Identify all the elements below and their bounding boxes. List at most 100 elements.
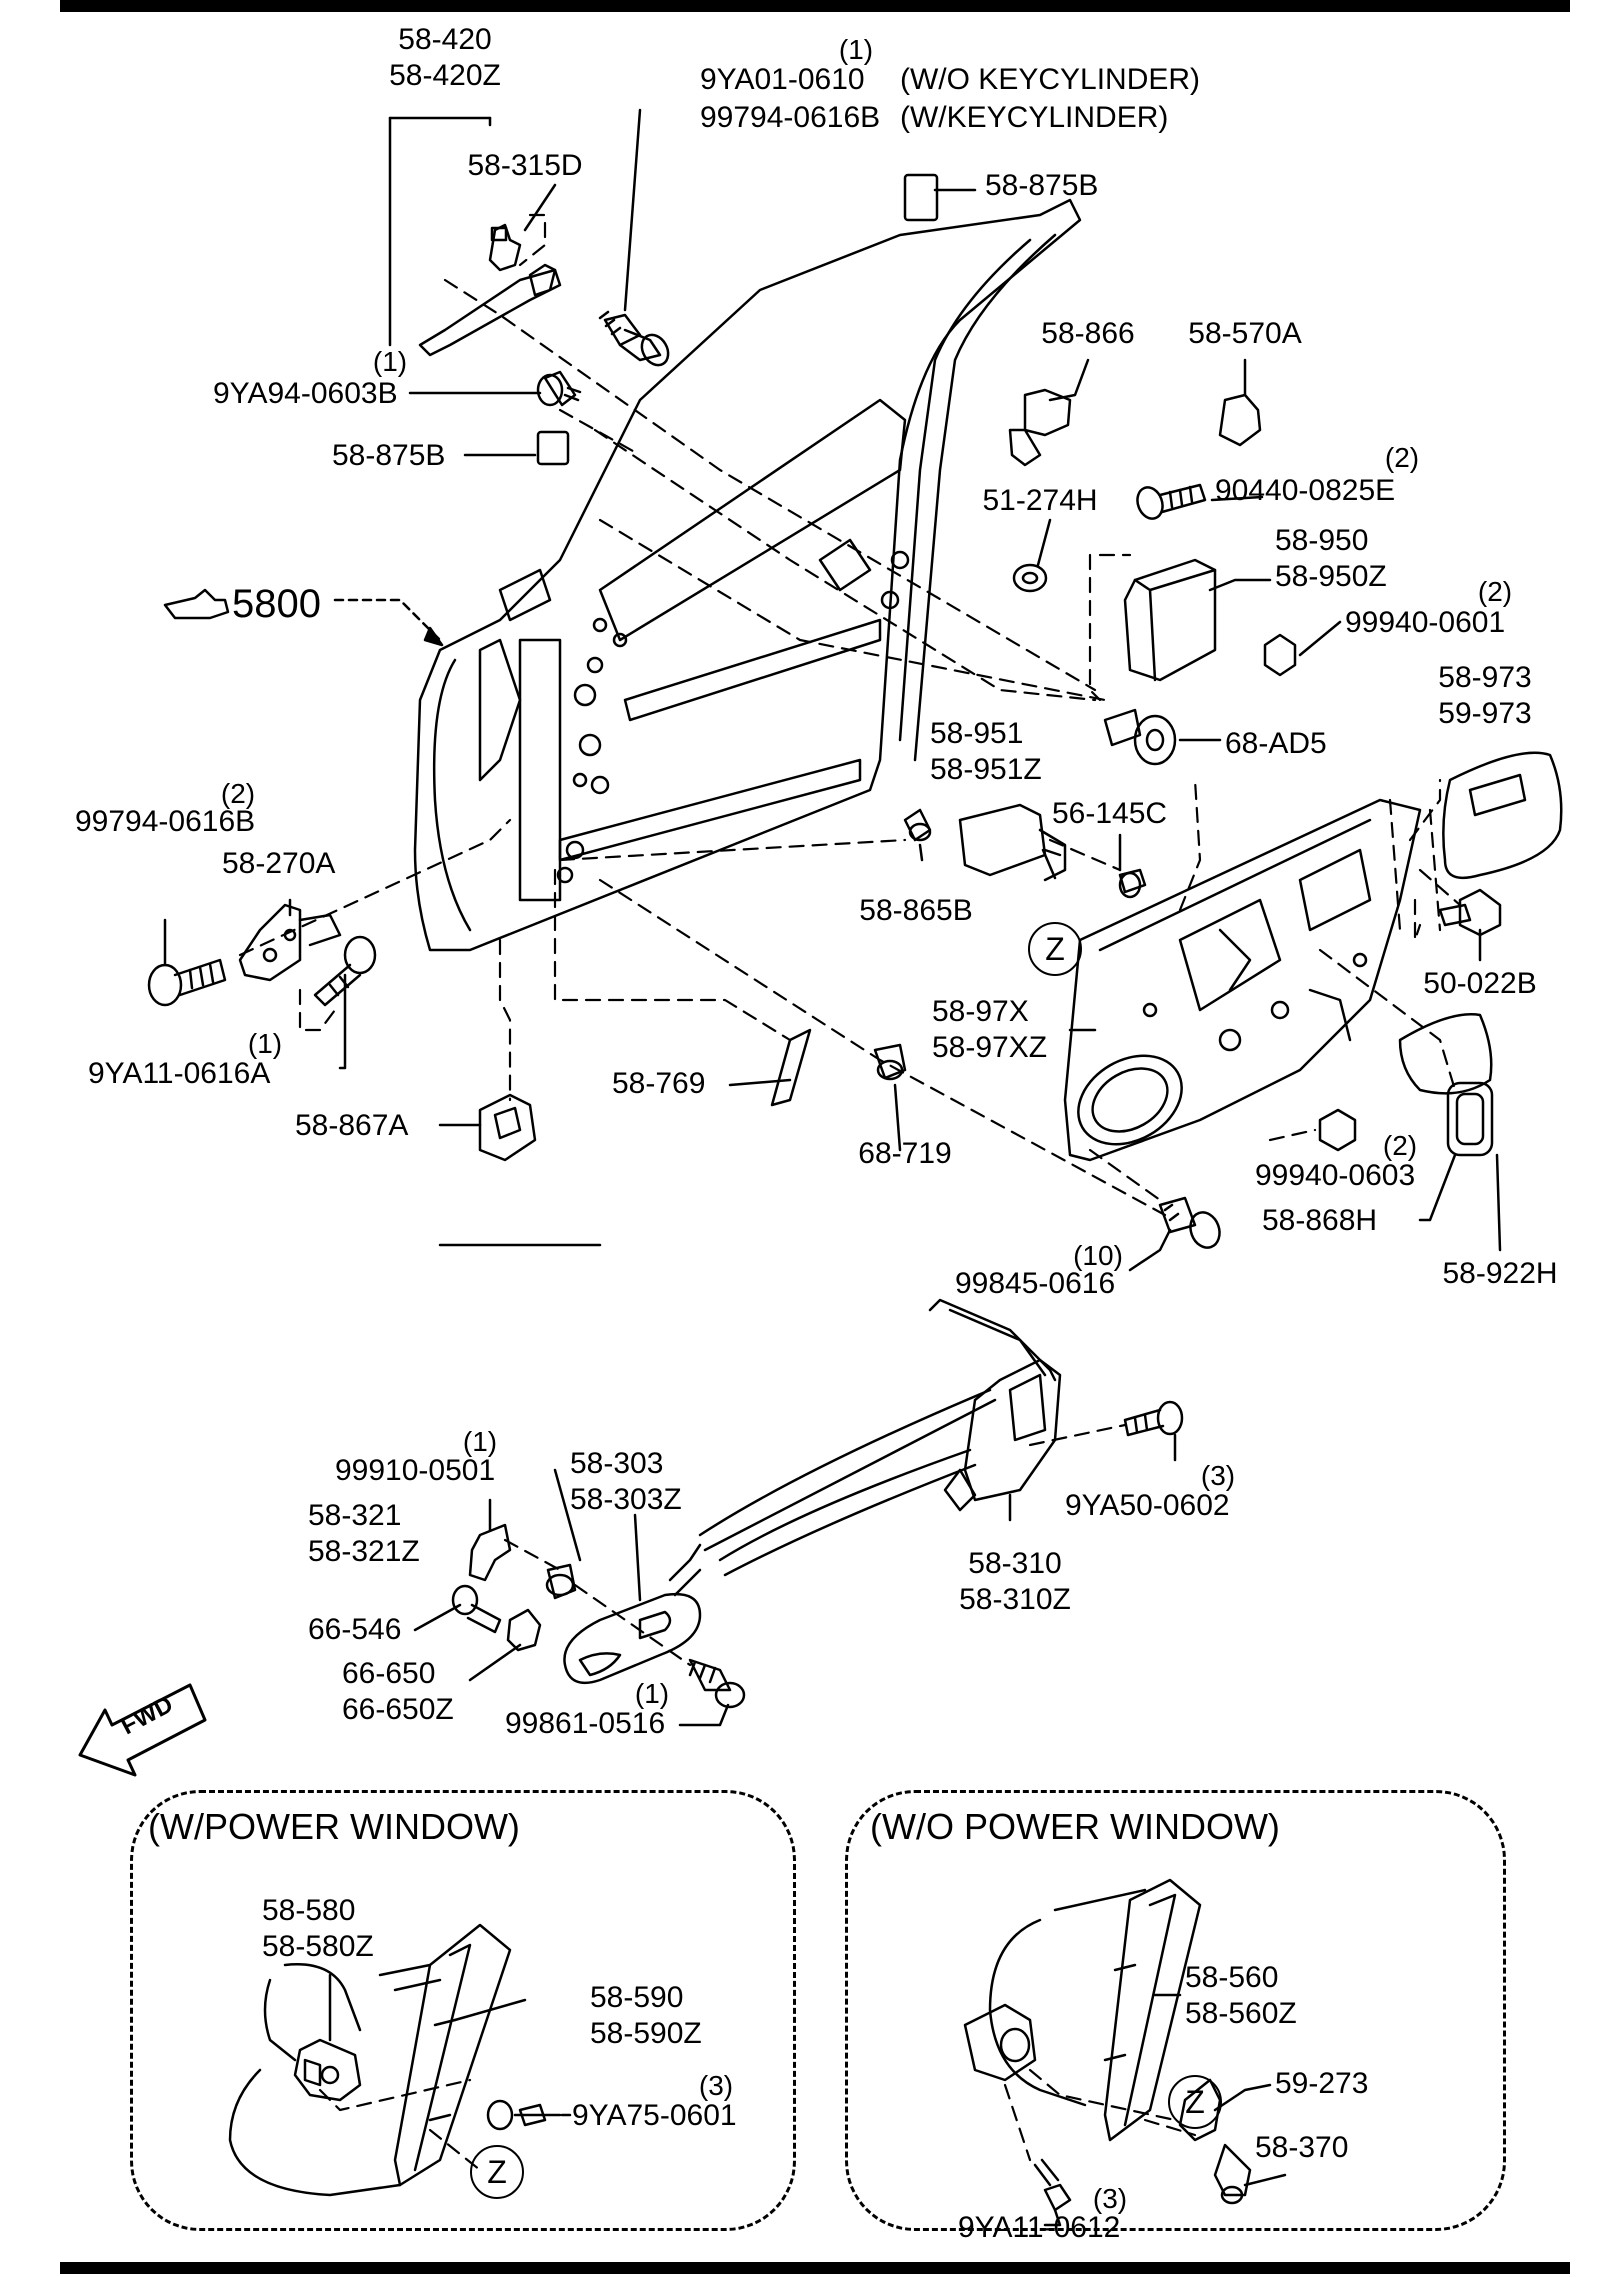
z-marker-main: Z [1028,922,1082,976]
manual-window-regulator-shape [963,1878,1252,2212]
label-58-97xz: 58-97XZ [932,1031,1048,1064]
label-68-ad5: 68-AD5 [1225,727,1327,760]
label-58-590z: 58-590Z [590,2017,702,2050]
label-99910-0501: 99910-0501 [335,1454,496,1487]
block-58-950-shape [1123,558,1217,682]
label-9ya94-0603b: 9YA94-0603B [213,377,398,410]
leader-5800 [333,598,442,642]
strip-58-769-shape [770,1028,812,1107]
label-58-570a: 58-570A [1188,317,1302,350]
label-59-273: 59-273 [1275,2067,1369,2100]
inside-handle-58-303-shape [563,1592,702,1685]
label-58-590: 58-590 [590,1981,684,2014]
label-58-951: 58-951 [930,717,1024,750]
clip-99910-shape [545,1563,577,1600]
label-99794-0616b-top: 99794-0616B [700,101,881,134]
sheet-58-922h-shape [1398,1013,1493,1095]
label-58-951z: 58-951Z [930,753,1042,786]
label-58-875b-mid: 58-875B [332,439,446,472]
label-9ya50-0602: 9YA50-0602 [1065,1489,1230,1522]
label-58-420z: 58-420Z [389,59,501,92]
qty-99794-left: (2) [220,778,256,809]
top-border-bar [60,0,1570,12]
manual-window-title: (W/O POWER WINDOW) [870,1806,1280,1847]
label-58-580: 58-580 [262,1894,356,1927]
label-58-560: 58-560 [1185,1961,1279,1994]
label-58-310z: 58-310Z [959,1583,1071,1616]
power-window-inset-box [130,1790,796,2231]
checker-58-867a-shape [478,1093,537,1162]
grommet-51-274h-shape [1012,563,1048,593]
latch-58-310-shape [928,1298,1062,1512]
z-marker-manual: Z [1168,2075,1222,2129]
label-99794-0616b-left: 99794-0616B [75,805,256,838]
cable-a-shape [698,1388,992,1537]
label-58-321z: 58-321Z [308,1535,420,1568]
clip-50-022b-shape [1438,888,1502,937]
label-58-769: 58-769 [612,1067,706,1100]
screw-90440-shape [1136,483,1207,520]
label-58-420: 58-420 [398,23,492,56]
power-inset-leaders [328,1973,572,2117]
label-9ya75-0601: 9YA75-0601 [572,2099,737,2132]
grommet-58-868h-shape [1446,1081,1494,1157]
qty-99861: (1) [634,1678,670,1709]
clip-68-719-shape [873,1043,907,1081]
label-66-650z: 66-650Z [342,1693,454,1726]
label-58-866: 58-866 [1041,317,1135,350]
note-w-keycylinder: (W/KEYCYLINDER) [900,101,1169,134]
nut-99940-0601-shape [1263,633,1297,677]
screw-99861-shape [688,1658,746,1709]
qty-9ya11-0612: (3) [1092,2183,1128,2214]
qty-99940-bot: (2) [1382,1130,1418,1161]
bottom-border-bar [60,2262,1570,2274]
clip-58-570a-shape [1218,393,1262,447]
screw-9ya50-shape [1123,1400,1184,1437]
assembly-dashed-lines [238,213,1462,1667]
label-68-719: 68-719 [858,1137,952,1170]
qty-99910: (1) [462,1426,498,1457]
label-99940-0601: 99940-0601 [1345,606,1506,639]
label-58-560z: 58-560Z [1185,1997,1297,2030]
seal-58-973-shape [1442,751,1563,880]
label-58-321: 58-321 [308,1499,402,1532]
label-99861-0516: 99861-0516 [505,1707,666,1740]
reference-5800: 5800 [232,582,321,626]
clip-9ya94-shape [536,370,582,407]
qty-90440: (2) [1384,442,1420,473]
label-59-973: 59-973 [1438,697,1532,730]
module-panel-58-97x-shape [1063,798,1422,1162]
label-58-868h: 58-868H [1262,1204,1378,1237]
label-56-145c: 56-145C [1052,797,1168,830]
note-wo-keycylinder: (W/O KEYCYLINDER) [900,63,1201,96]
cable-b-shape [718,1448,972,1562]
label-58-865b: 58-865B [859,894,973,927]
label-58-950: 58-950 [1275,524,1369,557]
label-58-97x: 58-97X [932,995,1029,1028]
label-58-270a: 58-270A [222,847,336,880]
label-58-875b-top: 58-875B [985,169,1099,202]
label-58-303: 58-303 [570,1447,664,1480]
label-58-867a: 58-867A [295,1109,409,1142]
label-50-022b: 50-022B [1423,967,1537,1000]
power-window-title: (W/POWER WINDOW) [148,1806,520,1847]
fastener-68-ad5-shape [1103,708,1177,766]
label-58-950z: 58-950Z [1275,560,1387,593]
bracket-58-866-shape [1008,388,1072,467]
label-51-274h: 51-274H [982,484,1098,517]
bolt-99794-left-shape [147,958,227,1007]
label-99940-0603: 99940-0603 [1255,1159,1416,1192]
label-9ya11-0616a: 9YA11-0616A [88,1057,271,1090]
qty-99940-top: (2) [1477,576,1513,607]
manual-inset-leaders [1043,1993,1287,2227]
nut-99940-0603-shape [1318,1108,1357,1152]
label-58-315d: 58-315D [467,149,583,182]
bolt-9ya11-0616a-shape [313,935,377,1007]
z-marker-power: Z [470,2145,524,2199]
label-58-580z: 58-580Z [262,1930,374,1963]
label-58-922h: 58-922H [1442,1257,1558,1290]
door-frame-shape [413,198,1082,952]
qty-99845: (10) [1073,1240,1123,1271]
